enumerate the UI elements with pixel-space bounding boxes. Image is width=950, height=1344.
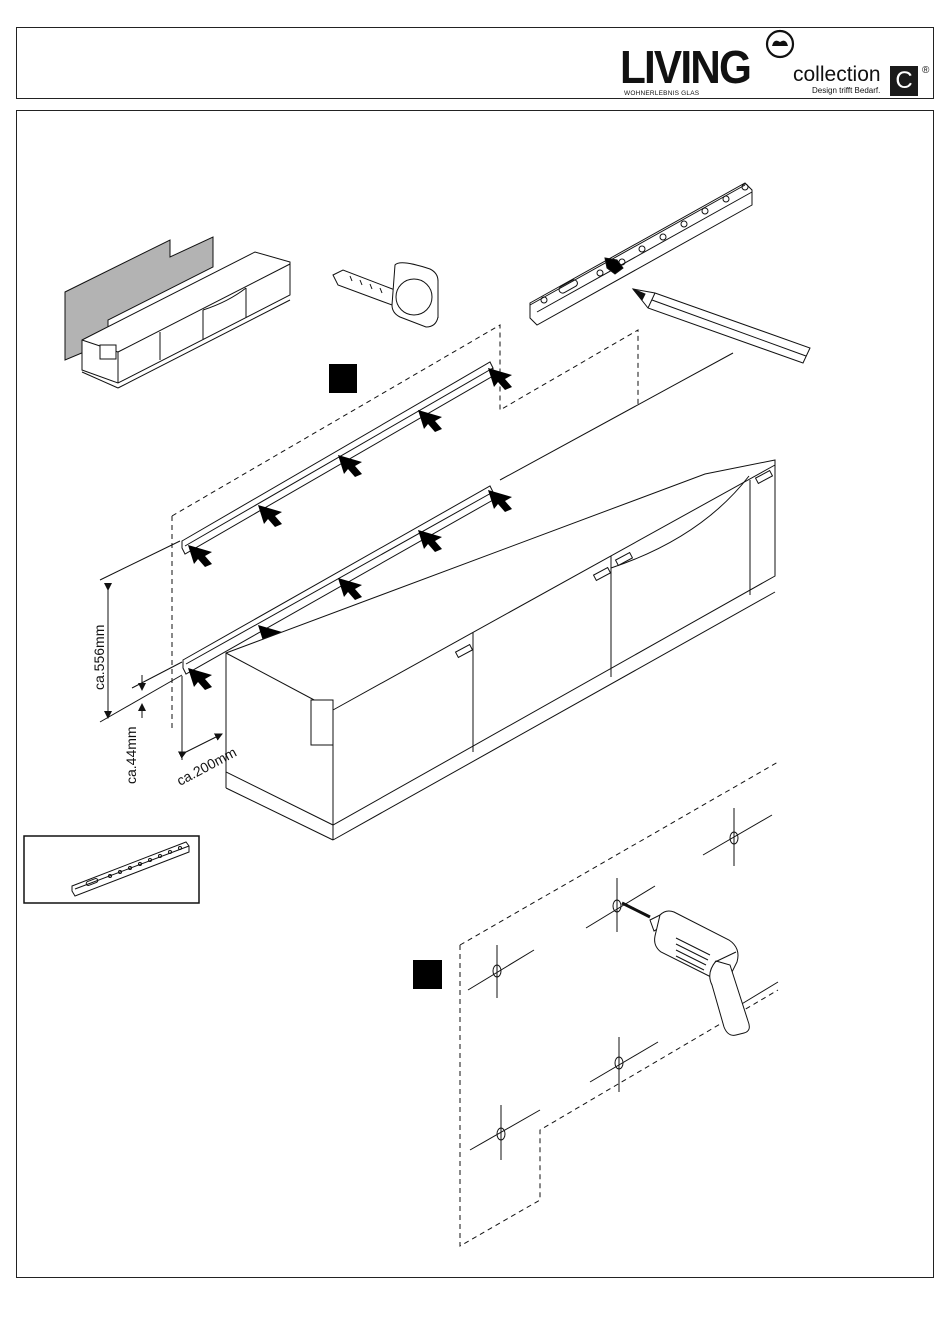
rail-detail-inset: [24, 836, 199, 903]
mounting-rail-icon: [530, 183, 752, 325]
step-marker-1: [329, 364, 357, 393]
dimension-height-lower: ca.44mm: [123, 726, 139, 784]
drill-icon: [622, 903, 749, 1035]
dimension-height-upper: ca.556mm: [91, 625, 107, 690]
living-heart-icon: [767, 31, 793, 57]
pencil-icon: [633, 289, 810, 363]
sideboard-icon: [65, 237, 290, 388]
step-marker-2: [413, 960, 442, 989]
cabinet: [226, 460, 775, 840]
main-guide-lines: [500, 353, 733, 480]
tape-measure-icon: [333, 263, 438, 327]
